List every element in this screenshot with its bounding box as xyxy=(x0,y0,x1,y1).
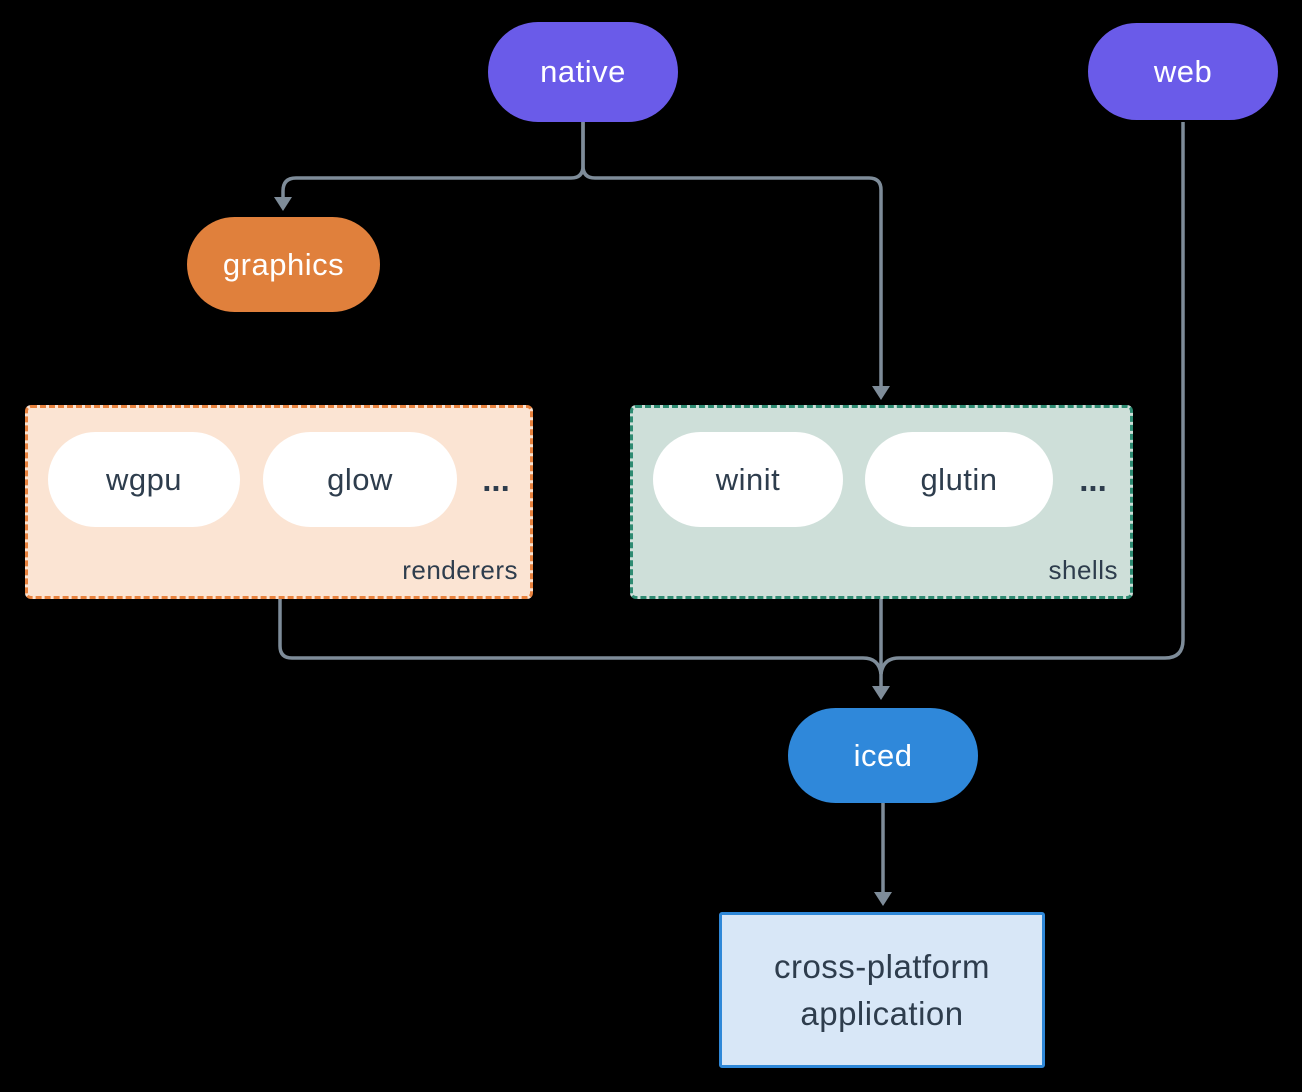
connector-native-graphics xyxy=(281,122,585,198)
shells-ellipsis: ... xyxy=(1079,460,1107,498)
renderers-group-label: renderers xyxy=(402,555,518,585)
node-iced-label: iced xyxy=(853,737,913,773)
group-shells: winit glutin ... shells xyxy=(630,405,1133,599)
app-label-line1: cross-platform xyxy=(773,948,991,985)
node-wgpu: wgpu xyxy=(48,432,240,527)
node-glow: glow xyxy=(263,432,457,527)
connector-renderers-iced xyxy=(278,599,883,675)
node-graphics: graphics xyxy=(187,217,380,312)
renderers-ellipsis: ... xyxy=(482,460,510,498)
shells-group-label: shells xyxy=(1048,555,1118,585)
app-label-line2: application xyxy=(800,995,964,1032)
connector-web-iced xyxy=(879,122,1185,675)
node-glow-label: glow xyxy=(327,461,393,497)
node-glutin-label: glutin xyxy=(920,461,998,497)
arrowhead-shells xyxy=(872,386,890,400)
node-cross-platform-application: cross-platform application xyxy=(719,912,1045,1068)
node-web: web xyxy=(1088,23,1278,120)
node-winit-label: winit xyxy=(715,461,781,497)
node-iced: iced xyxy=(788,708,978,803)
node-web-label: web xyxy=(1153,53,1213,89)
node-graphics-label: graphics xyxy=(222,246,345,282)
node-native: native xyxy=(488,22,678,122)
arrowhead-graphics xyxy=(274,197,292,211)
node-wgpu-label: wgpu xyxy=(105,461,183,497)
group-renderers: wgpu glow ... renderers xyxy=(25,405,533,599)
arrowhead-iced xyxy=(872,686,890,700)
node-native-label: native xyxy=(540,54,626,89)
node-winit: winit xyxy=(653,432,843,527)
node-glutin: glutin xyxy=(865,432,1053,527)
arrowhead-app xyxy=(874,892,892,906)
connector-native-shells xyxy=(581,122,883,387)
